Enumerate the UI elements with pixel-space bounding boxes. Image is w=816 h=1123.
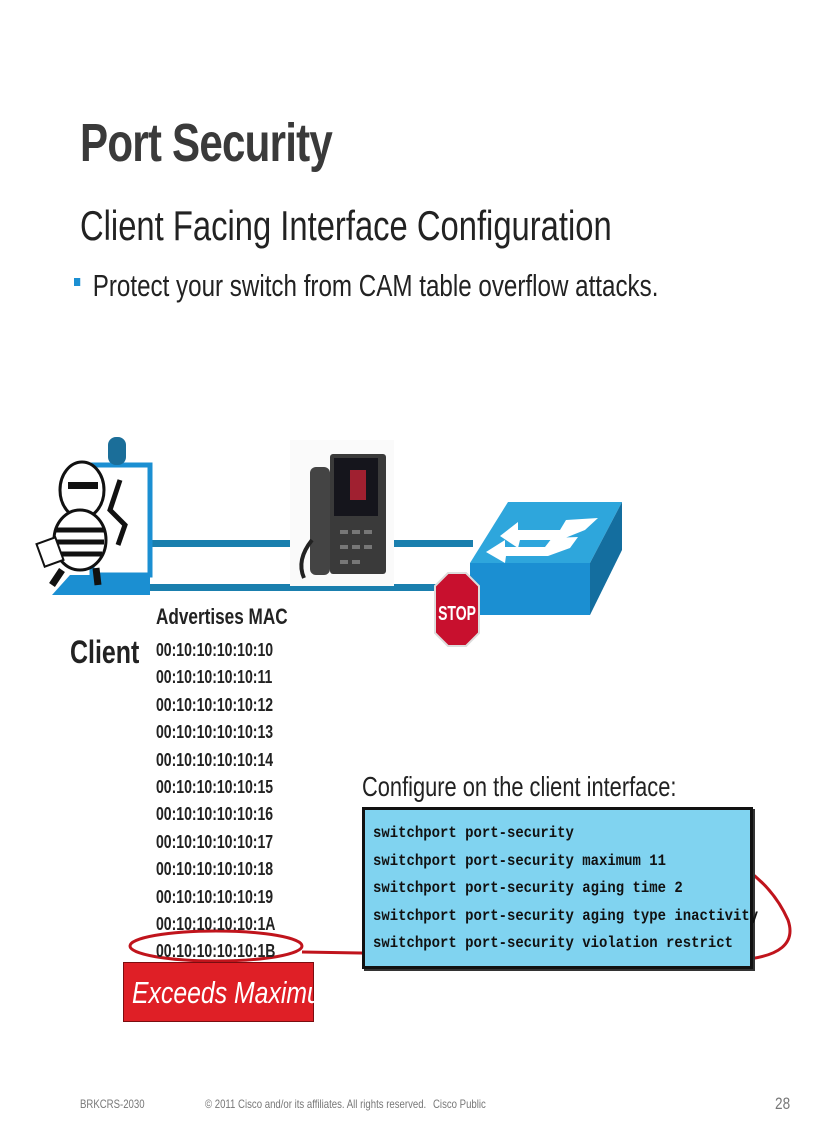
slide-title: Port Security — [80, 113, 333, 173]
bullet-text: Protect your switch from CAM table overf… — [92, 268, 659, 303]
mac-address: 00:10:10:10:10:12 — [156, 694, 274, 715]
footer-copyright: © 2011 Cisco and/or its affiliates. All … — [205, 1097, 427, 1111]
slide-subtitle: Client Facing Interface Configuration — [80, 202, 612, 249]
config-label: Configure on the client interface: — [362, 771, 677, 802]
mac-address: 00:10:10:10:10:11 — [156, 667, 273, 688]
page-number: 28 — [775, 1094, 791, 1113]
config-line: switchport port-security aging type inac… — [373, 906, 759, 925]
stop-sign-text: STOP — [438, 601, 476, 624]
bullet-icon — [74, 277, 81, 286]
mac-address: 00:10:10:10:10:19 — [156, 886, 274, 907]
footer-session: BRKCRS-2030 — [80, 1097, 145, 1111]
highlight-ellipse — [128, 929, 304, 963]
mac-address: 00:10:10:10:10:18 — [156, 859, 274, 880]
mac-address-exceeding: 00:10:10:10:10:1B — [156, 941, 276, 962]
ip-phone-icon — [290, 440, 394, 586]
mac-address: 00:10:10:10:10:10 — [156, 640, 274, 660]
link-lower — [112, 584, 442, 591]
mac-address: 00:10:10:10:10:13 — [156, 722, 274, 743]
mac-address: 00:10:10:10:10:15 — [156, 776, 274, 797]
mac-address: 00:10:10:10:10:14 — [156, 749, 274, 770]
config-line: switchport port-security — [373, 824, 574, 842]
exceeds-maximum-callout: Exceeds Maximum — [123, 962, 341, 1022]
footer-classification: Cisco Public — [433, 1097, 486, 1111]
config-line: switchport port-security violation restr… — [373, 934, 733, 952]
config-line: switchport port-security maximum 11 — [373, 851, 667, 870]
mac-address: 00:10:10:10:10:16 — [156, 804, 274, 825]
config-code: switchport port-security switchport port… — [373, 820, 758, 958]
mac-address-list: 00:10:10:10:10:10 00:10:10:10:10:11 00:1… — [156, 637, 275, 966]
exceeds-maximum-text: Exceeds Maximum — [132, 975, 342, 1010]
bullet-item: Protect your switch from CAM table overf… — [74, 268, 658, 304]
config-line: switchport port-security aging time 2 — [373, 879, 683, 897]
config-box: switchport port-security switchport port… — [362, 807, 758, 969]
mac-address: 00:10:10:10:10:1A — [156, 913, 276, 934]
hacker-laptop-icon — [35, 437, 153, 595]
client-label: Client — [70, 634, 140, 670]
switch-icon — [470, 502, 622, 615]
mac-address: 00:10:10:10:10:17 — [156, 831, 274, 852]
stop-sign-icon: STOP — [434, 572, 480, 647]
advertises-mac-label: Advertises MAC — [156, 604, 288, 629]
